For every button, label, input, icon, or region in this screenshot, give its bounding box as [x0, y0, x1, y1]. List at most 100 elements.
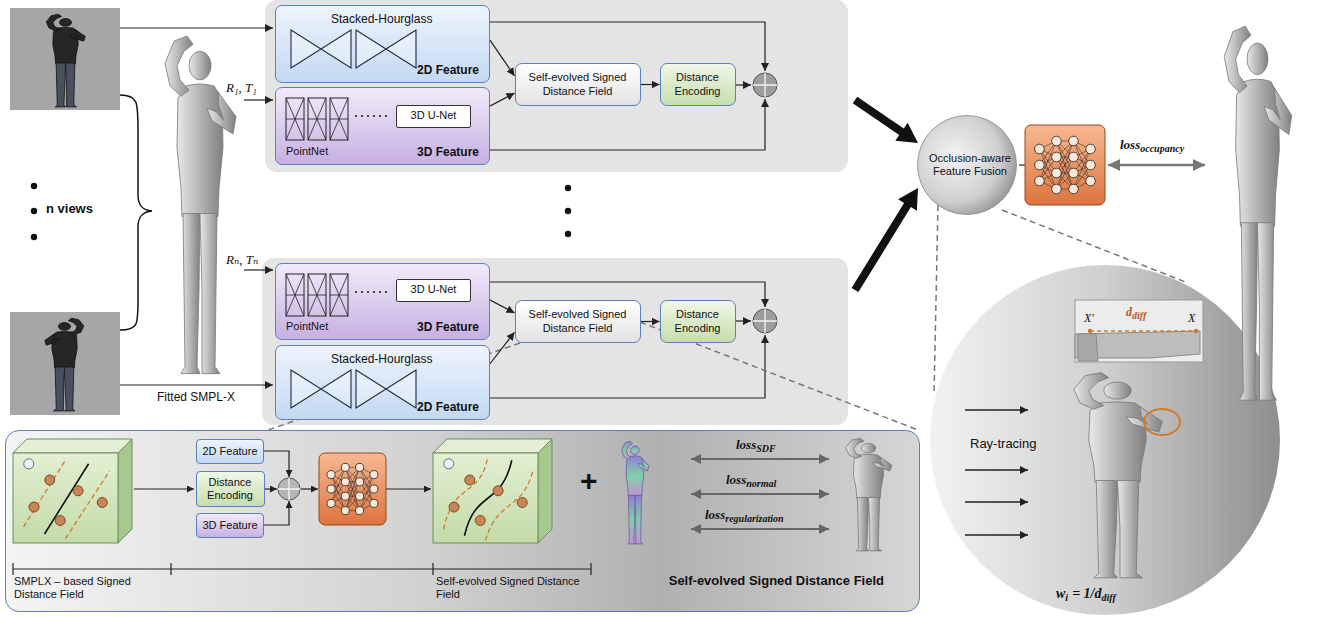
connector [490, 40, 515, 76]
connector [641, 321, 660, 322]
human-figure [622, 441, 649, 544]
label-group: Self-evolved Signed Distance Field [436, 575, 586, 601]
body-part [54, 367, 65, 411]
body-part [626, 456, 643, 496]
mlp-unit [356, 492, 364, 500]
body-part [66, 63, 77, 107]
pose-arrow [244, 99, 273, 100]
process-box: Distance Encoding [660, 63, 736, 106]
text-label: + [580, 464, 598, 497]
sum-cross [278, 478, 300, 500]
ellipsis-dot [385, 291, 387, 293]
text-label: X' [1084, 311, 1094, 325]
text-label: regularization [725, 513, 783, 524]
ellipsis-dot [355, 291, 357, 293]
mlp-link [1056, 141, 1073, 189]
pointnet-layer [286, 274, 304, 316]
label-group: lossSDF [736, 437, 776, 455]
cube-front [433, 453, 538, 543]
input-photo [10, 312, 120, 415]
loss-arrow [1108, 164, 1205, 167]
process-box: Distance Encoding [660, 300, 736, 343]
node-label: Distance Encoding [201, 476, 260, 502]
pointnet-links [330, 98, 348, 140]
mlp-unit [370, 485, 378, 493]
zoom-circle [930, 265, 1280, 615]
human-figure [45, 318, 84, 411]
bracket-line [13, 568, 591, 569]
node-label: Stacked-Hourglass [331, 352, 432, 366]
mlp-unit [327, 471, 335, 479]
detail-illustration [13, 438, 892, 575]
hourglass-symbol [356, 370, 416, 408]
offset-line [66, 471, 110, 539]
mlp-unit [1086, 160, 1096, 170]
human-figure [46, 14, 85, 107]
ellipsis-dot [367, 291, 369, 293]
occlusion-highlight [1144, 409, 1180, 435]
sample-point [24, 459, 34, 469]
body-part [1089, 402, 1147, 483]
label-group: Fitted SMPL-X [157, 390, 235, 404]
text-slot: PointNet [286, 320, 328, 333]
feature-line [1019, 164, 1025, 165]
process-box: Self-evolved Signed Distance Field [515, 300, 641, 343]
body-part [1236, 79, 1280, 226]
mlp-unit [1035, 176, 1045, 186]
ellipsis-dot [355, 115, 357, 117]
mlp-unit [356, 478, 364, 486]
ellipsis-dot [379, 115, 381, 117]
cube-top [433, 439, 552, 453]
ellipsis-dot [31, 183, 37, 189]
body-part [52, 331, 77, 367]
head [59, 18, 71, 26]
text-label: diff [1102, 592, 1116, 603]
body-part [45, 334, 61, 345]
ellipsis-dot [565, 185, 571, 191]
node-label: PointNet [286, 320, 328, 333]
node-label: PointNet [286, 145, 328, 158]
pointnet-links [286, 98, 304, 140]
pointnet-layer [308, 274, 326, 316]
inset-photo [1075, 300, 1203, 362]
body-part [65, 367, 75, 411]
ray-point [1088, 329, 1092, 333]
connector [490, 332, 515, 364]
feature-box: 2D Feature [196, 439, 264, 464]
head [631, 446, 639, 455]
label-group: Rₙ, Tₙ [226, 252, 258, 268]
body-part [1094, 481, 1118, 578]
label-group: Ray-tracing [970, 436, 1036, 452]
ellipsis-dot [361, 115, 363, 117]
mlp-unit [1052, 136, 1062, 146]
ellipsis-dot [373, 115, 375, 117]
label-group: R₁, T₁ [226, 80, 257, 96]
feature-box: 3D Feature [196, 513, 264, 538]
photo-frame [10, 8, 120, 110]
mlp-unit [370, 471, 378, 479]
feature-line [264, 488, 277, 489]
loss-arrow [691, 493, 829, 495]
label-group: lossnormal [726, 472, 776, 490]
bracket-tick [590, 563, 591, 575]
text-label: occupancy [1140, 143, 1184, 154]
sum-cross [753, 309, 777, 333]
zoom-line [934, 205, 938, 395]
pointnet-layer [286, 98, 304, 140]
body-part [200, 214, 220, 374]
process-box: Distance Encoding [196, 471, 265, 507]
human-figure [1074, 373, 1163, 578]
body-part [181, 214, 200, 374]
node-label: 3D Feature [417, 320, 479, 334]
body-part [1118, 481, 1143, 578]
ellipsis-dot [373, 291, 375, 293]
feature-line [490, 99, 765, 150]
text-slot: 2D Feature [417, 63, 479, 77]
zoom-detail [930, 265, 1280, 615]
body-part [1264, 88, 1292, 134]
sample-point [55, 516, 65, 526]
connector [641, 84, 660, 85]
text-label: loss [1120, 137, 1140, 152]
node-label: 2D Feature [202, 445, 257, 458]
